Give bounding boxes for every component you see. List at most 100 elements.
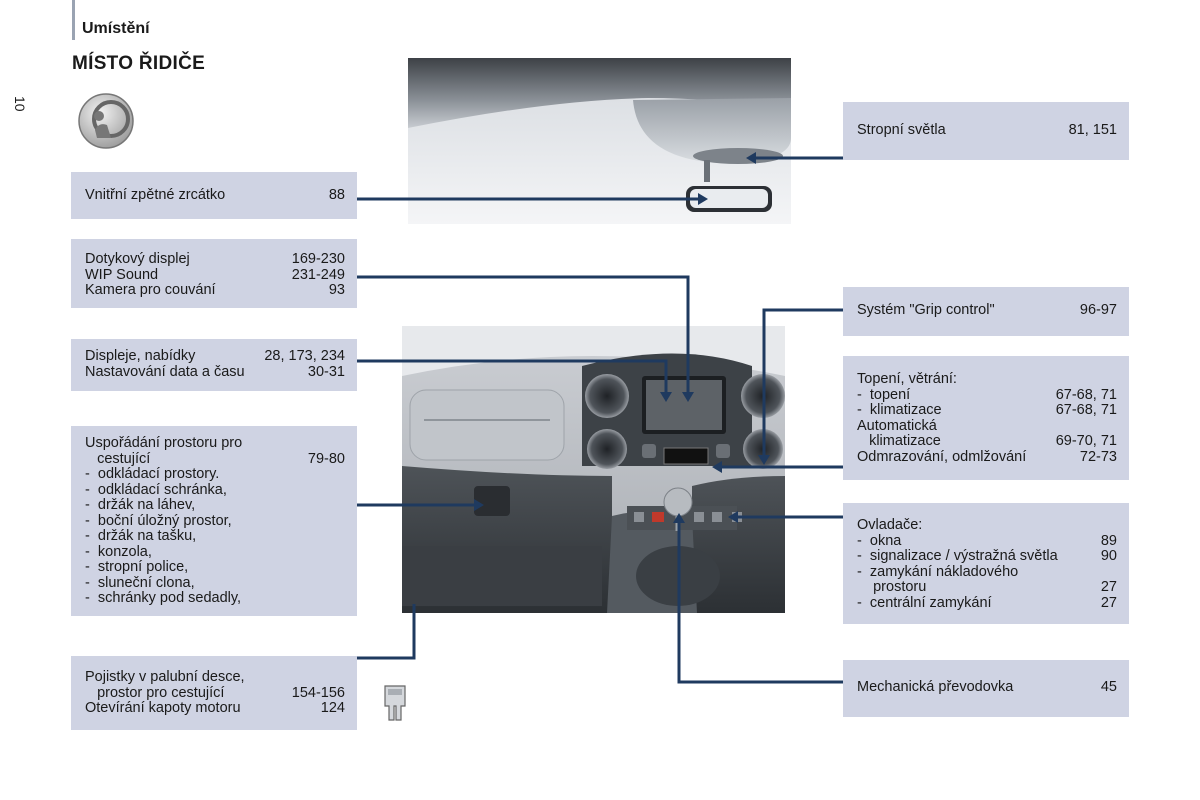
callout-line: - stropní police,: [85, 559, 345, 576]
callout-line-text: Kamera pro couvání: [85, 282, 216, 298]
callout-line: Pojistky v palubní desce,: [85, 669, 345, 686]
section-label: Umístění: [82, 20, 150, 37]
callout-line-text: - konzola,: [85, 543, 152, 560]
page-title: MÍSTO ŘIDIČE: [72, 53, 206, 74]
callout-line-pages: 90: [1100, 548, 1117, 564]
callout-line: - odkládací prostory.: [85, 466, 345, 483]
callout-line-pages: 231-249: [291, 266, 345, 283]
callout-line-text: Mechanická převodovka: [857, 679, 1014, 695]
callout-line-pages: 72-73: [1079, 448, 1117, 465]
callout-line: prostor pro cestující 154-156: [85, 684, 345, 702]
callout-line-pages: 124: [320, 700, 345, 716]
callout-line: Vnitřní zpětné zrcátko 88: [85, 187, 345, 204]
callout-line-text: Ovladače:: [857, 517, 923, 533]
callout-line-text: - držák na láhev,: [85, 497, 196, 513]
callout-line-text: Automatická: [857, 417, 937, 434]
callout-line: Mechanická převodovka 45: [857, 679, 1117, 696]
callout-fuses-bonnet: Pojistky v palubní desce, prostor pro ce…: [71, 656, 357, 730]
callout-line-pages: 45: [1100, 679, 1117, 695]
callout-line: - konzola,: [85, 543, 345, 561]
callout-line-text: - topení: [857, 386, 911, 403]
callout-line-text: - odkládací schránka,: [85, 481, 227, 498]
callout-line-text: - okna: [857, 532, 902, 549]
callout-line-text: - zamykání nákladového: [857, 563, 1019, 580]
callout-line: - zamykání nákladového: [857, 563, 1117, 581]
callout-line: - schránky pod sedadly,: [85, 590, 345, 607]
callout-line: Uspořádání prostoru pro: [85, 435, 345, 452]
callout-line-text: cestující: [85, 450, 151, 467]
callout-line-text: Dotykový displej: [85, 251, 190, 267]
callout-line: - boční úložný prostor,: [85, 512, 345, 530]
callout-line-pages: 27: [1100, 579, 1117, 595]
callout-line: cestující 79-80: [85, 450, 345, 468]
callout-line-text: - stropní police,: [85, 559, 189, 575]
callout-line-pages: 67-68, 71: [1055, 402, 1117, 418]
callout-line-text: prostoru: [857, 579, 927, 595]
callout-line-text: WIP Sound: [85, 266, 159, 283]
callout-grip-control: Systém "Grip control" 96-97: [843, 287, 1129, 336]
callout-line-text: - boční úložný prostor,: [85, 512, 232, 529]
callout-line: Otevírání kapoty motoru 124: [85, 700, 345, 717]
callout-line-text: Odmrazování, odmlžování: [857, 448, 1027, 465]
callout-line: Automatická: [857, 417, 1117, 435]
callout-line-pages: 169-230: [291, 251, 345, 267]
callout-line-pages: 79-80: [307, 450, 345, 467]
steering-wheel-driver-icon: [77, 92, 135, 150]
callout-line-pages: 81, 151: [1068, 122, 1117, 138]
callout-line-text: - klimatizace: [857, 402, 942, 418]
callout-line-pages: 88: [328, 187, 345, 203]
callout-manual-gearbox: Mechanická převodovka 45: [843, 660, 1129, 717]
callout-line: - odkládací schránka,: [85, 481, 345, 499]
callout-line-text: prostor pro cestující: [85, 684, 225, 701]
callout-line: - držák na tašku,: [85, 528, 345, 545]
callout-line: Displeje, nabídky 28, 173, 234: [85, 348, 345, 365]
callout-line-text: - odkládací prostory.: [85, 466, 220, 482]
callout-line: WIP Sound 231-249: [85, 266, 345, 284]
callout-line-pages: 30-31: [307, 363, 345, 380]
callout-line-text: - sluneční clona,: [85, 574, 195, 591]
callout-line: - signalizace / výstražná světla 90: [857, 548, 1117, 565]
callout-line: Nastavování data a času 30-31: [85, 363, 345, 381]
callout-line: Kamera pro couvání 93: [85, 282, 345, 299]
callout-line-text: - držák na tašku,: [85, 528, 197, 544]
callout-line: Stropní světla 81, 151: [857, 122, 1117, 139]
callout-line: Systém "Grip control" 96-97: [857, 302, 1117, 319]
callout-mirror: Vnitřní zpětné zrcátko 88: [71, 172, 357, 219]
callout-ceiling-lights: Stropní světla 81, 151: [843, 102, 1129, 160]
callout-storage: Uspořádání prostoru pro cestující 79-80 - …: [71, 426, 357, 616]
callout-line: - centrální zamykání 27: [857, 594, 1117, 612]
callout-line-text: Stropní světla: [857, 122, 946, 138]
callout-line-pages: 154-156: [291, 684, 345, 701]
callout-line-pages: 27: [1100, 594, 1117, 611]
dashboard-photo: [402, 326, 785, 613]
callout-line: - okna 89: [857, 532, 1117, 550]
callout-line: - klimatizace 67-68, 71: [857, 402, 1117, 419]
section-accent-bar: [72, 0, 75, 40]
callout-line-text: - schránky pod sedadly,: [85, 590, 242, 606]
callout-line-text: - signalizace / výstražná světla: [857, 548, 1058, 564]
callout-line-text: - centrální zamykání: [857, 594, 992, 611]
callout-line: - sluneční clona,: [85, 574, 345, 592]
callout-line: - držák na láhev,: [85, 497, 345, 514]
callout-line-pages: 28, 173, 234: [264, 348, 345, 364]
callout-line-text: Displeje, nabídky: [85, 348, 196, 364]
callout-line: Odmrazování, odmlžování 72-73: [857, 448, 1117, 466]
callout-line-pages: 96-97: [1079, 302, 1117, 318]
callout-line: Topení, větrání:: [857, 371, 1117, 388]
callout-line-text: Otevírání kapoty motoru: [85, 700, 241, 716]
callout-line-text: Nastavování data a času: [85, 363, 245, 380]
callout-line-pages: 93: [328, 282, 345, 298]
callout-line: klimatizace 69-70, 71: [857, 433, 1117, 450]
callout-line-pages: 89: [1100, 532, 1117, 549]
callout-line-pages: 69-70, 71: [1055, 433, 1117, 449]
interior-mirror-photo: [408, 58, 791, 224]
callout-line-text: Vnitřní zpětné zrcátko: [85, 187, 226, 203]
callout-line-text: Uspořádání prostoru pro: [85, 435, 243, 451]
callout-line-text: klimatizace: [857, 433, 941, 449]
callout-line-text: Systém "Grip control": [857, 302, 995, 318]
